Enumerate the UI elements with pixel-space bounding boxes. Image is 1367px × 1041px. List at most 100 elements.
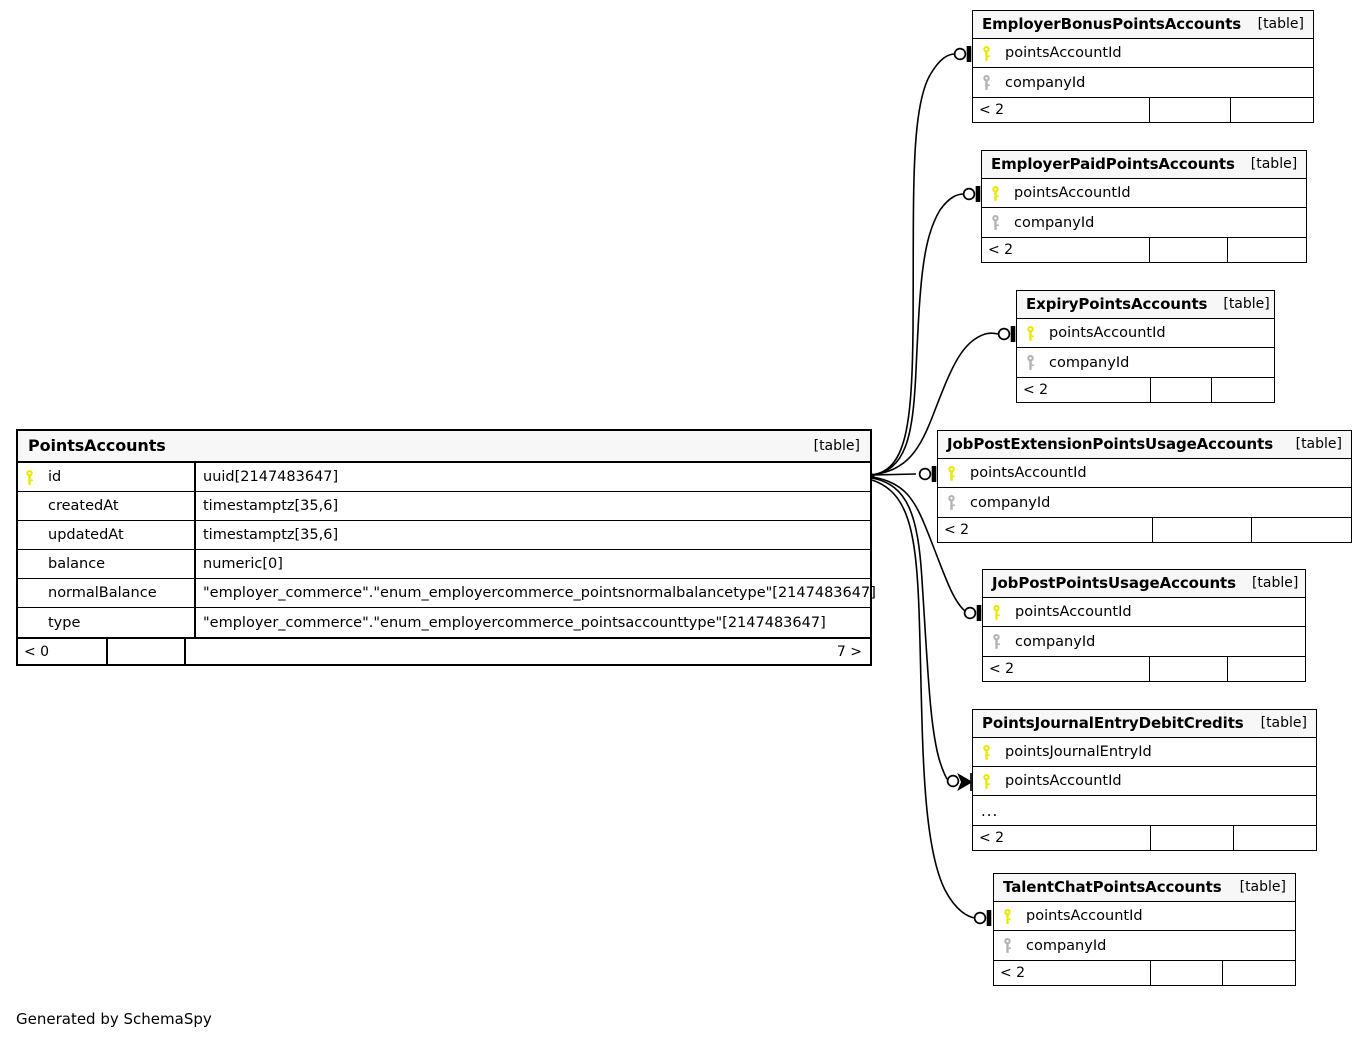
primary-key-icon [1026, 325, 1034, 341]
table-row[interactable]: companyId [973, 68, 1313, 97]
table-row[interactable]: pointsAccountId [994, 902, 1295, 931]
table-header: JobPostExtensionPointsUsageAccounts[tabl… [938, 431, 1351, 459]
table-header: PointsJournalEntryDebitCredits[table] [973, 710, 1316, 738]
footer-left-count: < 2 [982, 238, 1151, 262]
crowsfoot-journal-entry [957, 772, 973, 792]
table-job-post-points-usage-accounts[interactable]: JobPostPointsUsageAccounts[table] pointsA… [982, 569, 1306, 682]
table-row[interactable]: companyId [1017, 348, 1274, 377]
primary-key-icon-cell [1017, 319, 1043, 347]
column-name: companyId [1005, 74, 1086, 91]
primary-key-icon-cell [938, 459, 964, 487]
table-row[interactable]: pointsAccountId [973, 39, 1313, 68]
footer-left-count: < 2 [994, 961, 1151, 985]
table-employer-bonus-points-accounts[interactable]: EmployerBonusPointsAccounts[table]points… [972, 10, 1314, 123]
table-row[interactable]: companyId [938, 488, 1351, 517]
table-row[interactable]: companyId [983, 627, 1305, 656]
table-row[interactable]: pointsAccountId [938, 459, 1351, 488]
footer-middle-count [108, 639, 186, 664]
marker-zero-employer-paid [962, 187, 976, 201]
table-row[interactable]: pointsAccountId [1017, 319, 1274, 348]
table-footer: < 2 [1017, 377, 1274, 402]
footer-middle-count [1153, 518, 1252, 542]
table-row[interactable]: pointsAccountId [983, 598, 1305, 627]
table-columns: pointsAccountId companyId [973, 39, 1313, 97]
table-columns: pointsAccountId companyId [1017, 319, 1274, 377]
column-name: balance [48, 556, 106, 572]
table-title: ExpiryPointsAccounts [1026, 295, 1208, 313]
column-name: updatedAt [48, 527, 124, 543]
footer-right-count [1223, 961, 1295, 985]
column-type: uuid[2147483647] [194, 463, 870, 491]
column-name: companyId [1015, 633, 1096, 650]
edge-to-job-post-extension-points-usage-accounts [871, 473, 917, 476]
footer-right-count [1228, 238, 1306, 262]
key-cell-empty [18, 550, 40, 578]
marker-zero-employer-bonus [953, 47, 967, 61]
key-cell-empty [18, 492, 40, 520]
table-footer: < 2 [982, 237, 1306, 262]
footer-right-count [1234, 826, 1316, 850]
table-row[interactable]: pointsAccountId [973, 767, 1316, 796]
table-job-post-extension-points-usage-accounts[interactable]: JobPostExtensionPointsUsageAccounts[tabl… [937, 430, 1352, 543]
table-row[interactable]: companyId [982, 208, 1306, 237]
foreign-key-icon [1003, 938, 1011, 953]
foreign-key-icon [992, 634, 1000, 649]
footer-left-count: < 2 [1017, 378, 1151, 402]
foreign-key-icon [947, 495, 955, 510]
table-row[interactable]: updatedAt timestamptz[35,6] [18, 521, 870, 550]
foreign-key-icon-cell [973, 68, 999, 97]
table-type-tag: [table] [1239, 879, 1286, 895]
primary-key-icon [25, 469, 33, 485]
table-row[interactable]: companyId [994, 931, 1295, 960]
table-header: ExpiryPointsAccounts[table] [1017, 291, 1274, 319]
primary-key-icon [947, 465, 955, 481]
column-name: companyId [970, 494, 1051, 511]
column-name: pointsAccountId [1005, 45, 1122, 61]
column-type: "employer_commerce"."enum_employercommer… [194, 608, 870, 637]
table-talent-chat-points-accounts[interactable]: TalentChatPointsAccounts [table] pointsAcc… [993, 873, 1296, 986]
table-row[interactable]: pointsAccountId [982, 179, 1306, 208]
footer-middle-count [1150, 98, 1232, 122]
table-row-ellipsis: ... [973, 796, 1316, 825]
footer-middle-count [1151, 961, 1223, 985]
primary-key-icon-cell [994, 902, 1020, 930]
table-footer: < 0 7 > [18, 637, 870, 664]
foreign-key-icon [991, 215, 999, 230]
table-footer: < 2 [973, 825, 1316, 850]
table-row[interactable]: normalBalance"employer_commerce"."enum_e… [18, 579, 876, 608]
key-cell-empty [18, 608, 40, 637]
key-cell-empty [18, 579, 40, 607]
marker-zero-expiry [997, 327, 1011, 341]
table-columns: pointsAccountId companyId [938, 459, 1351, 517]
table-row[interactable]: balance numeric[0] [18, 550, 870, 579]
marker-zero-job-post-usage [963, 606, 977, 620]
table-row[interactable]: pointsJournalEntryId [973, 738, 1316, 767]
edge-to-employer-bonus-points-accounts [871, 53, 956, 476]
table-title: JobPostPointsUsageAccounts [992, 574, 1236, 592]
table-title: TalentChatPointsAccounts [1003, 878, 1222, 896]
table-employer-paid-points-accounts[interactable]: EmployerPaidPointsAccounts[table]pointsA… [981, 150, 1307, 263]
table-header: JobPostPointsUsageAccounts[table] [983, 570, 1305, 598]
table-points-journal-entry-debit-credits[interactable]: PointsJournalEntryDebitCredits[table]poi… [972, 709, 1317, 851]
primary-key-icon-cell [973, 767, 999, 795]
column-name: pointsAccountId [1015, 604, 1132, 620]
primary-key-icon [982, 45, 990, 61]
footer-right-count [1231, 98, 1313, 122]
primary-key-icon-cell [982, 179, 1008, 207]
column-name: pointsAccountId [1049, 325, 1166, 341]
marker-zero-job-post-extension [918, 467, 932, 481]
column-type: timestamptz[35,6] [194, 521, 870, 549]
primary-key-icon [992, 604, 1000, 620]
footer-middle-count [1150, 657, 1228, 681]
table-expiry-points-accounts[interactable]: ExpiryPointsAccounts[table]pointsAccount… [1016, 290, 1275, 403]
foreign-key-icon [982, 75, 990, 90]
table-row[interactable]: type"employer_commerce"."enum_employerco… [18, 608, 870, 637]
key-cell-empty [18, 521, 40, 549]
column-type: numeric[0] [194, 550, 870, 578]
